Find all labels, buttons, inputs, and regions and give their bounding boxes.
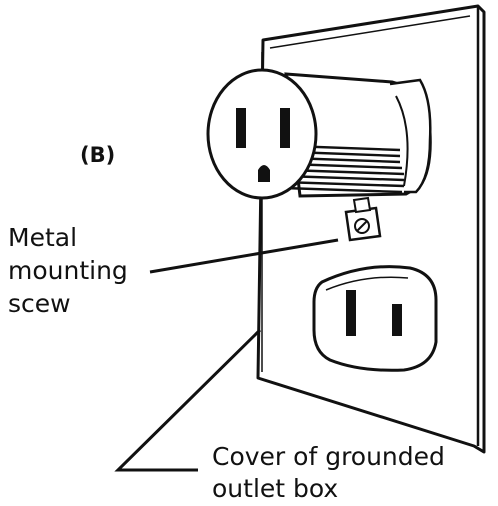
panel-label: (B) [80, 143, 115, 167]
screw-label-line-3: scew [8, 289, 71, 318]
face-slot-right [280, 108, 290, 148]
face-slot-left [236, 108, 246, 148]
cover-label-line-2: outlet box [212, 474, 338, 501]
ground-hole [258, 165, 270, 182]
cover-leader-line [114, 328, 262, 472]
mounting-screw [344, 196, 382, 242]
screw-label-line-2: mounting [8, 256, 128, 285]
lower-slot-left [346, 290, 356, 336]
grounded-receptacle-face [206, 68, 318, 200]
lower-receptacle [312, 265, 438, 372]
screw-label-line-1: Metal [8, 223, 77, 252]
screw-leader-line [149, 238, 339, 274]
lower-slot-right [392, 304, 402, 336]
cover-label-line-1: Cover of grounded [212, 442, 445, 471]
